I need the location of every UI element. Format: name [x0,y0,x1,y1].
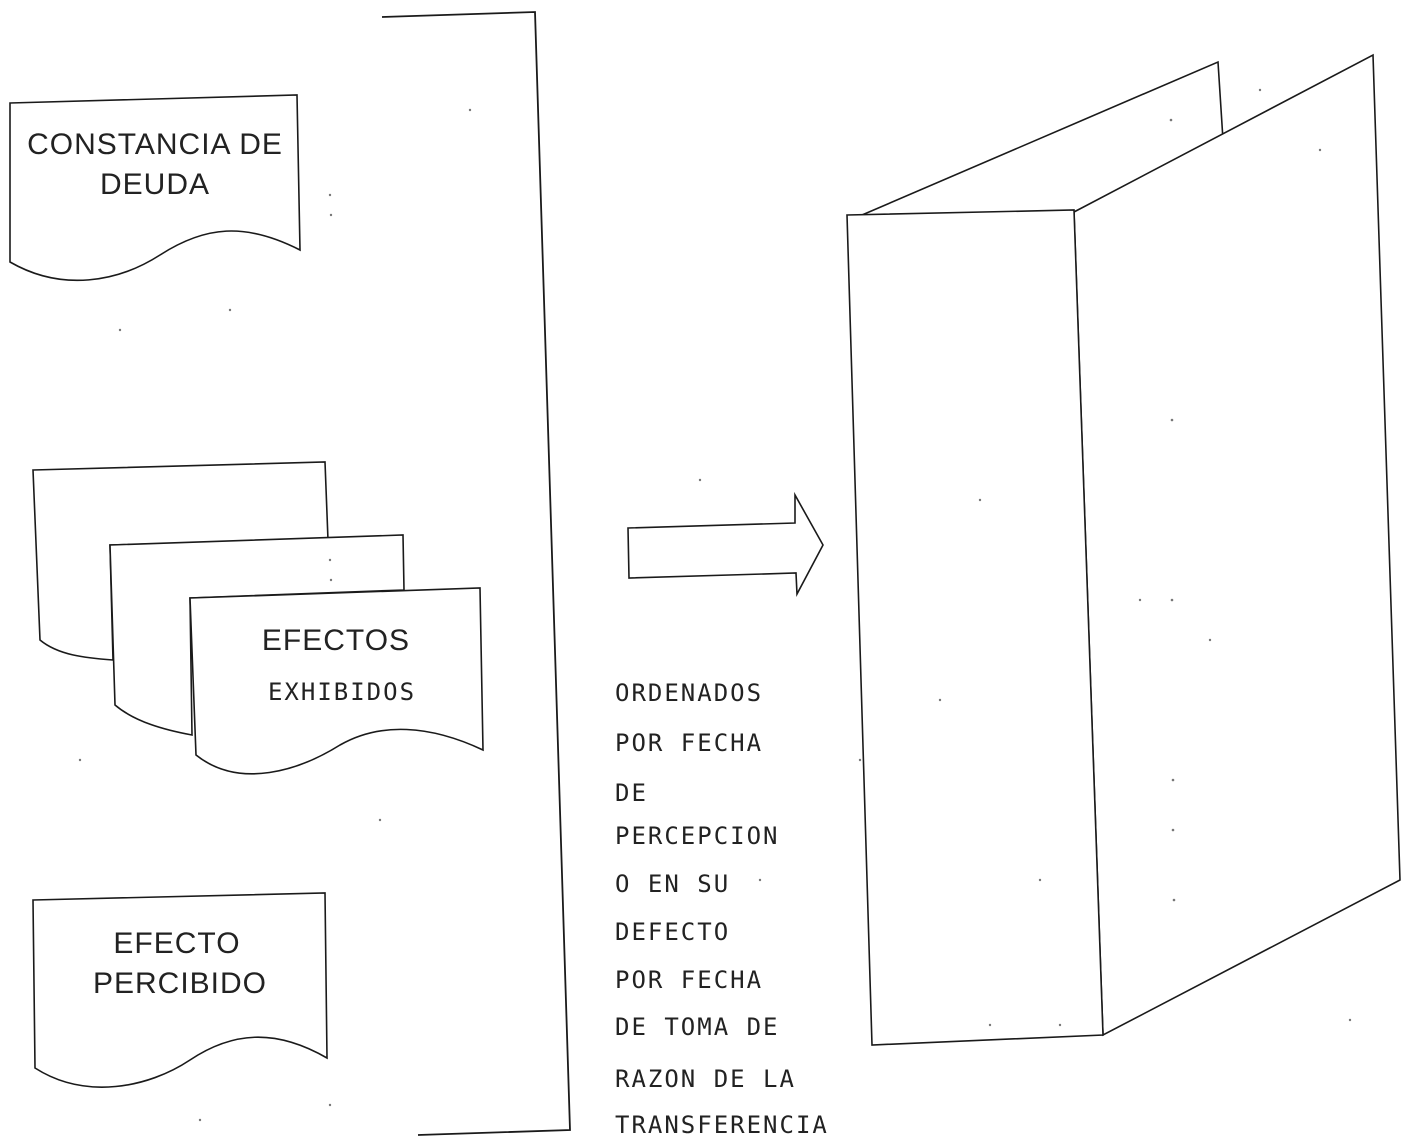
binder-spine [846,209,1104,1046]
doc-label-line: DEUDA [100,168,210,201]
note-line: DEFECTO [615,918,730,946]
doc-label-line: EFECTO [113,927,240,960]
binder-folder-icon [846,53,1401,1046]
note-line: POR FECHA [615,966,763,994]
block-arrow-icon [627,491,824,597]
binder-right-cover [1073,53,1401,1037]
note-line: ORDENADOS [615,679,763,707]
sort-note: ORDENADOS POR FECHA DE PERCEPCION O EN S… [615,679,829,1139]
doc-label-line: CONSTANCIA DE [27,128,283,161]
document-shape-front [189,587,484,775]
doc-label-line: EFECTOS [262,624,410,657]
scan-noise [78,88,1352,1122]
document-shape [32,892,328,1088]
grouping-bracket [381,11,571,1136]
document-shape [9,94,301,282]
note-line: RAZON DE LA [615,1065,796,1093]
note-line: TRANSFERENCIA [615,1111,829,1139]
doc-efecto-percibido: EFECTO PERCIBIDO [32,892,328,1088]
note-line: DE TOMA DE [615,1013,780,1041]
note-line: POR FECHA [615,729,763,757]
doc-label-line: EXHIBIDOS [268,678,416,706]
doc-constancia-de-deuda: CONSTANCIA DE DEUDA [9,94,301,282]
doc-stack-efectos-exhibidos: EFECTOS EXHIBIDOS [32,461,484,775]
doc-label-line: PERCIBIDO [93,967,267,1000]
note-line: O EN SU [615,870,730,898]
note-line: PERCEPCION [615,822,780,850]
note-line: DE [615,779,648,807]
